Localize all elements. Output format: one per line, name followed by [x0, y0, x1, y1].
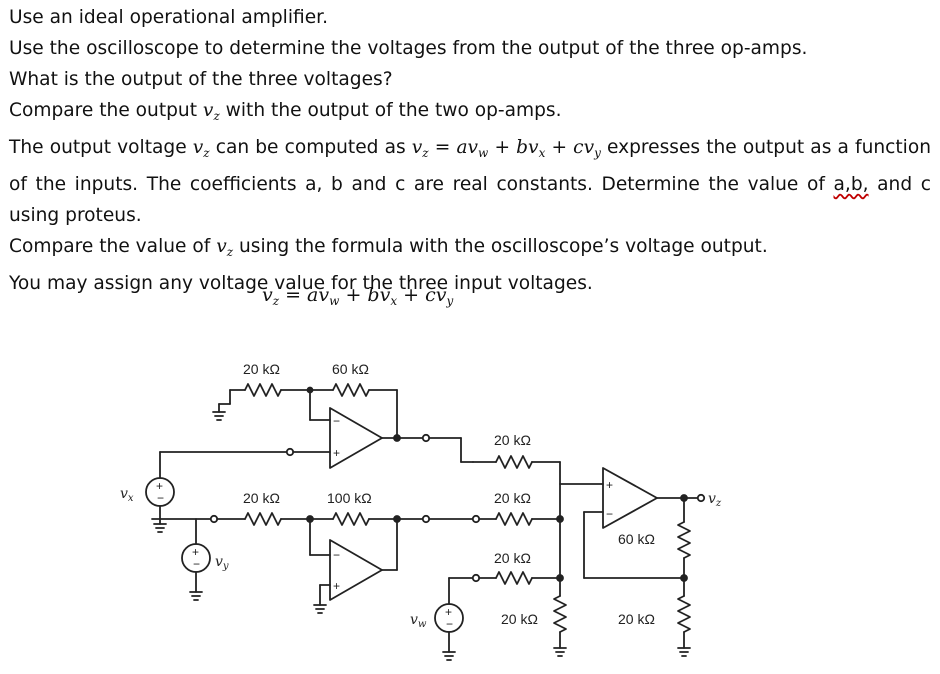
label-r-sum-2: 20 kΩ	[494, 490, 531, 506]
source-vw	[434, 577, 464, 661]
opamp-mid	[329, 539, 383, 601]
instruction-paragraph: The output voltage vz can be computed as…	[9, 137, 931, 226]
instruction-line-7: You may assign any voltage value for the…	[9, 273, 593, 294]
instruction-line-6: Compare the value of vz using the formul…	[9, 236, 768, 259]
resistor-top-left	[244, 383, 282, 397]
resistor-mid-left	[244, 512, 282, 526]
inline-equation: vz = avw + bvx + cvy	[411, 137, 601, 160]
vw-minus: −	[446, 617, 453, 631]
label-r-mid-left: 20 kΩ	[243, 490, 280, 506]
instruction-line-4: Compare the output vz with the output of…	[9, 95, 931, 132]
opamp-output	[602, 467, 658, 529]
spellcheck-underline: a,b,	[833, 174, 869, 195]
source-vy	[181, 518, 211, 601]
formula: vz = avw + bvx + cvy	[262, 284, 454, 308]
label-vy: vy	[215, 554, 229, 572]
instruction-line-1: Use an ideal operational amplifier.	[9, 7, 328, 28]
label-vz: vz	[708, 491, 722, 509]
source-vx	[145, 477, 175, 533]
label-r-top-feedback: 60 kΩ	[332, 361, 369, 377]
label-r-top-left: 20 kΩ	[243, 361, 280, 377]
line4-prefix: Compare the output	[9, 100, 203, 121]
resistor-mid-feedback	[332, 512, 370, 526]
vw-plus: +	[445, 605, 452, 619]
ground-top-left	[212, 389, 246, 421]
opamp-top-minus: −	[333, 414, 340, 428]
opamp-mid-plus: +	[333, 579, 340, 593]
label-r-mid-feedback: 100 kΩ	[327, 490, 372, 506]
opamp-top	[329, 407, 383, 469]
vx-minus: −	[157, 491, 164, 505]
vx-plus: +	[156, 479, 163, 493]
instruction-line-2: Use the oscilloscope to determine the vo…	[9, 38, 808, 59]
opamp-out-minus: −	[606, 507, 613, 521]
resistor-sum-1	[495, 455, 533, 469]
opamp-out-plus: +	[606, 478, 613, 492]
resistor-output-feedback	[677, 521, 691, 559]
opamp-mid-minus: −	[333, 548, 340, 562]
vz-symbol: vz	[202, 100, 220, 123]
vy-plus: +	[192, 545, 199, 559]
resistor-sum-3	[495, 571, 533, 585]
label-r-sum-3: 20 kΩ	[494, 550, 531, 566]
label-vw: vw	[410, 612, 427, 630]
resistor-ground-b	[677, 595, 691, 633]
resistor-top-feedback	[332, 383, 370, 397]
resistor-sum-2	[495, 512, 533, 526]
label-vx: vx	[120, 486, 134, 504]
label-r-sum-1: 20 kΩ	[494, 432, 531, 448]
opamp-top-plus: +	[333, 446, 340, 460]
instruction-text: Use an ideal operational amplifier. Use …	[9, 2, 931, 299]
instruction-line-3: What is the output of the three voltages…	[9, 69, 393, 90]
vy-minus: −	[193, 557, 200, 571]
resistor-ground-a	[553, 595, 567, 633]
label-r-output-feedback: 60 kΩ	[618, 531, 655, 547]
label-r-ground-a: 20 kΩ	[501, 611, 538, 627]
line4-suffix: with the output of the two op-amps.	[219, 100, 562, 121]
label-r-ground-b: 20 kΩ	[618, 611, 655, 627]
